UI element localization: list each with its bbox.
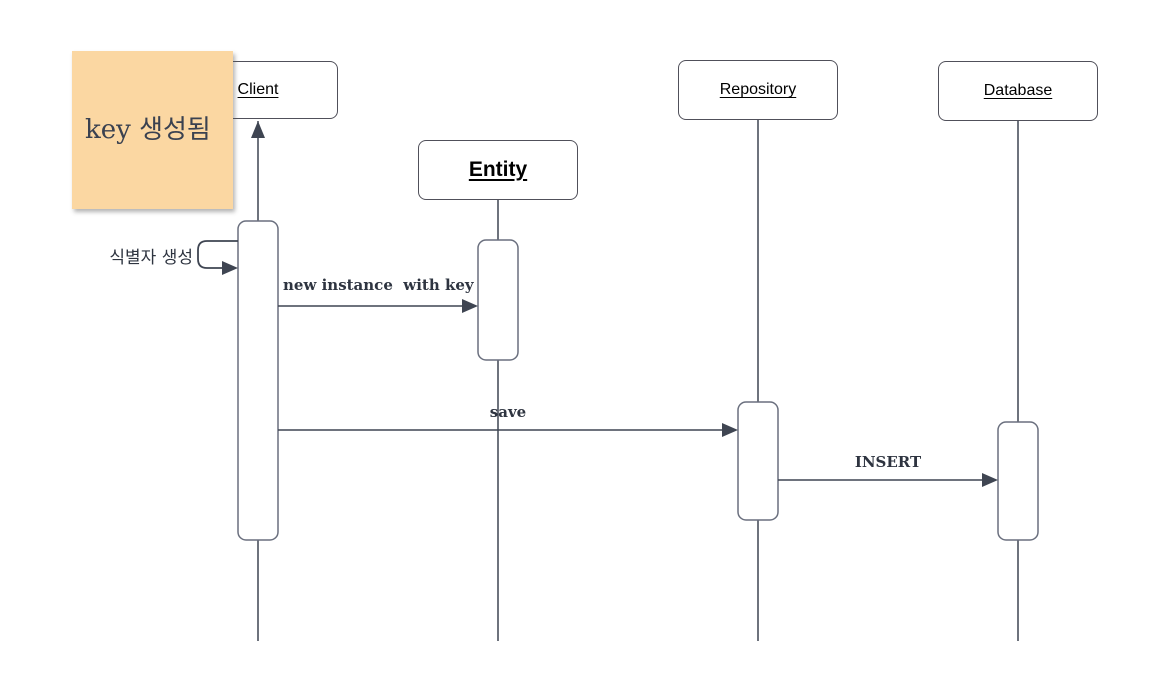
insert-message-connector[interactable] — [778, 473, 998, 487]
repository-activation-bar[interactable] — [737, 401, 779, 521]
client-activation-bar[interactable] — [237, 220, 279, 541]
lifeline-head-database[interactable]: Database — [938, 61, 1098, 121]
database-activation-bar[interactable] — [997, 421, 1039, 541]
new-instance-arrowhead — [462, 299, 478, 313]
insert-message-label: INSERT — [854, 453, 922, 471]
self-call-message-connector[interactable] — [197, 240, 238, 275]
client-label: Client — [237, 81, 279, 98]
save-message-connector[interactable] — [278, 423, 738, 437]
return-to-client-arrowhead — [251, 121, 265, 138]
entity-label: Entity — [468, 158, 528, 181]
lifeline-head-entity[interactable]: Entity — [418, 140, 578, 200]
new-instance-message-label: new instance with key — [283, 276, 474, 294]
insert-arrowhead — [982, 473, 998, 487]
new-instance-message-connector[interactable] — [278, 299, 478, 313]
save-message-label: save — [489, 403, 527, 421]
self-call-message-label: 식별자 생성 — [109, 248, 193, 268]
lifeline-head-repository[interactable]: Repository — [678, 60, 838, 120]
sticky-note[interactable]: key 생성됨 — [72, 51, 233, 209]
sticky-note-text: key 생성됨 — [85, 115, 211, 145]
entity-activation-bar[interactable] — [477, 239, 519, 361]
self-call-arrowhead — [222, 261, 238, 275]
database-label: Database — [983, 82, 1053, 99]
save-arrowhead — [722, 423, 738, 437]
repository-label: Repository — [719, 81, 797, 98]
